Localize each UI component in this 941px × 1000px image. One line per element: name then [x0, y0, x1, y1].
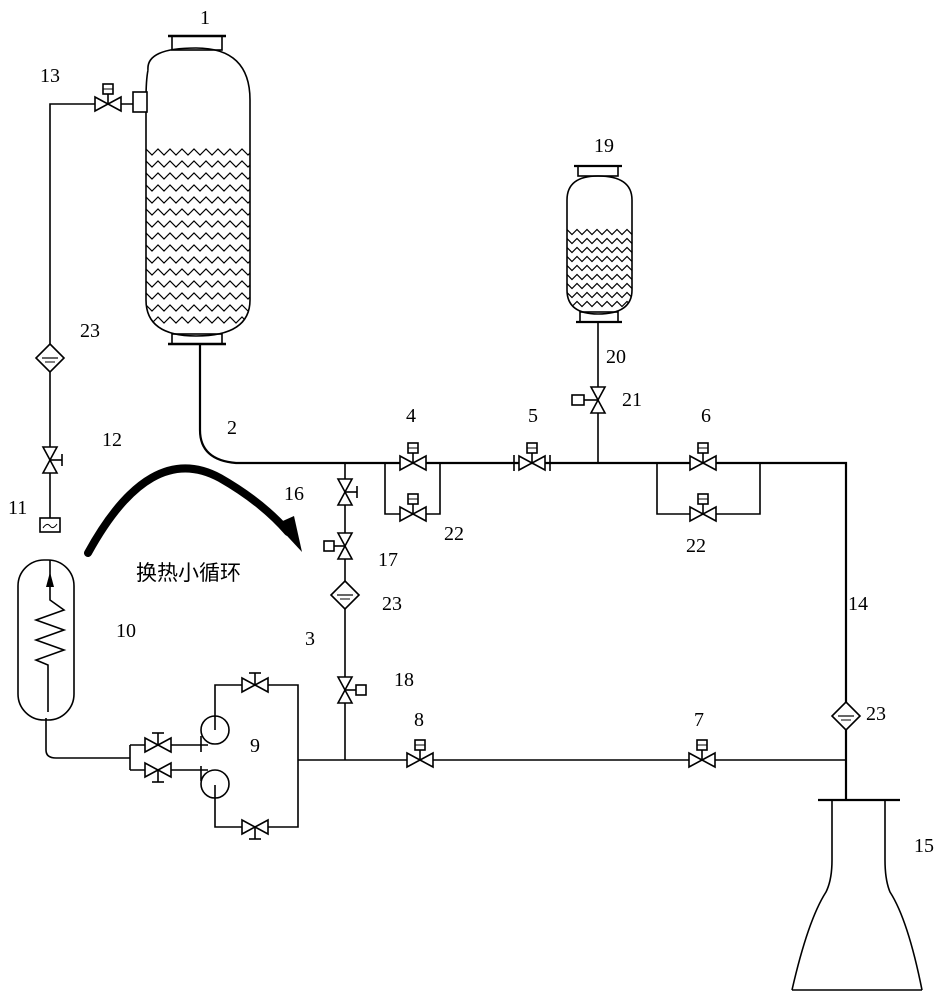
valve-21[interactable] [571, 386, 606, 414]
auxiliary-tank [566, 164, 633, 324]
valve-18[interactable] [337, 676, 367, 704]
valve-17[interactable] [323, 532, 353, 560]
label-13: 13 [40, 65, 60, 87]
auxiliary-liquid [567, 228, 632, 308]
valve-6[interactable] [689, 442, 717, 471]
label-16: 16 [284, 483, 304, 505]
label-22-left: 22 [444, 523, 464, 545]
label-19: 19 [594, 135, 614, 157]
label-8: 8 [414, 709, 424, 731]
label-23-middle: 23 [382, 593, 402, 615]
pump-assembly [200, 715, 230, 799]
label-17: 17 [378, 549, 398, 571]
label-15: 15 [914, 835, 934, 857]
filter-line-13 [35, 343, 65, 373]
valve-pump-bypass-lower[interactable] [241, 819, 269, 840]
filter-line-14 [831, 701, 861, 731]
label-1: 1 [200, 7, 210, 29]
label-23-right: 23 [866, 703, 886, 725]
label-5: 5 [528, 405, 538, 427]
label-6: 6 [701, 405, 711, 427]
heat-exchange-loop-label: 换热小循环 [136, 561, 241, 585]
flow-meter [39, 517, 61, 533]
label-14: 14 [848, 593, 868, 615]
valve-pump-inlet-lower[interactable] [144, 762, 172, 783]
label-12: 12 [102, 429, 122, 451]
label-4: 4 [406, 405, 416, 427]
label-11: 11 [8, 497, 27, 519]
thrust-chamber [791, 798, 923, 991]
label-22-right: 22 [686, 535, 706, 557]
valve-13[interactable] [94, 83, 122, 112]
label-2: 2 [227, 417, 237, 439]
label-23-upper: 23 [80, 320, 100, 342]
valve-7[interactable] [688, 739, 716, 768]
label-10: 10 [116, 620, 136, 642]
valve-16[interactable] [337, 478, 358, 506]
valve-8[interactable] [406, 739, 434, 768]
valve-4-bypass[interactable] [399, 493, 427, 522]
label-3: 3 [305, 628, 315, 650]
valve-pump-inlet-upper[interactable] [144, 732, 172, 753]
label-20: 20 [606, 346, 626, 368]
main-propellant-tank [132, 34, 251, 346]
heat-exchanger [17, 559, 75, 721]
valve-5[interactable] [513, 442, 551, 471]
label-7: 7 [694, 709, 704, 731]
valve-6-bypass[interactable] [689, 493, 717, 522]
propellant-liquid [146, 148, 250, 324]
heat-exchange-loop-arrow [84, 464, 302, 557]
valve-4[interactable] [399, 442, 427, 471]
label-21: 21 [622, 389, 642, 411]
label-9: 9 [250, 735, 260, 757]
filter-line-3 [330, 580, 360, 610]
valve-pump-bypass-upper[interactable] [241, 672, 269, 693]
label-18: 18 [394, 669, 414, 691]
valve-12[interactable] [42, 446, 63, 474]
